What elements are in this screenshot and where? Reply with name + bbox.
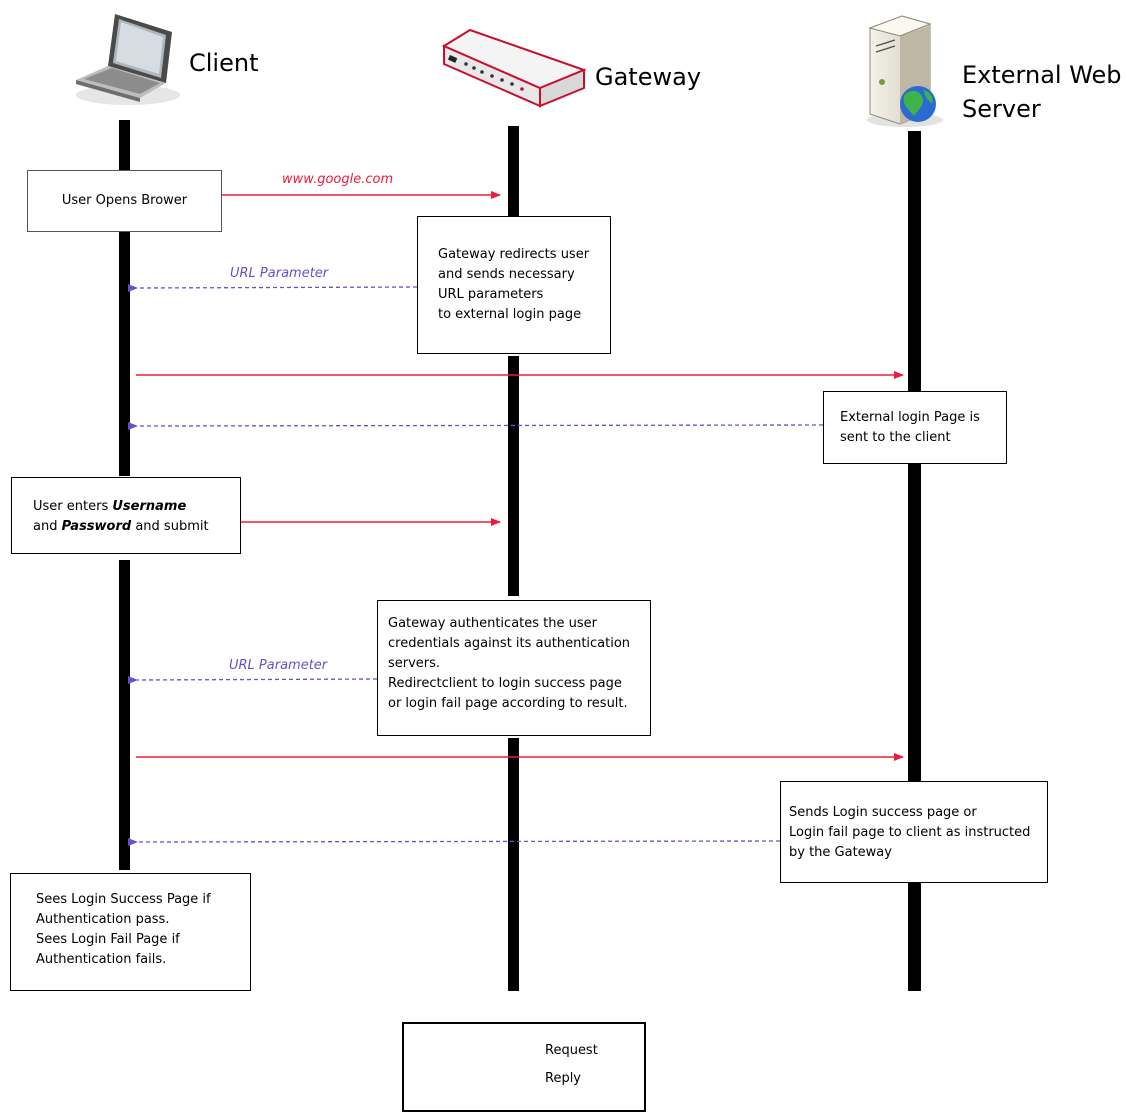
note-gateway-authenticates: Gateway authenticates the user credentia… — [377, 600, 651, 736]
note-gateway-redirect-line: to external login page — [438, 307, 582, 322]
gateway-device-icon — [441, 28, 587, 108]
note-gateway-redirect-line: and sends necessary — [438, 267, 575, 282]
note-user-enters-text: and — [33, 519, 62, 534]
message-result-page-reply — [127, 838, 781, 847]
note-external-login-line: sent to the client — [840, 430, 951, 445]
server-lifeline — [908, 131, 921, 991]
note-sees-login-line: Sees Login Fail Page if — [36, 932, 180, 947]
legend-reply-label: Reply — [545, 1071, 582, 1086]
note-gateway-redirect: Gateway redirects user and sends necessa… — [417, 216, 611, 354]
password-emphasis: Password — [61, 519, 132, 534]
message-label-google: www.google.com — [282, 172, 394, 187]
legend-request-label: Request — [545, 1043, 598, 1058]
message-login-page-reply — [127, 422, 824, 431]
note-sends-login-page: Sends Login success page or Login fail p… — [780, 781, 1048, 883]
note-user-enters-credentials: User enters Username and Password and su… — [11, 477, 241, 554]
laptop-icon — [76, 14, 180, 105]
server-label: External Web Server — [962, 58, 1122, 126]
client-lifeline — [119, 120, 130, 870]
note-external-login-line: External login Page is — [840, 410, 980, 425]
note-gateway-auth-line: or login fail page according to result. — [388, 696, 628, 711]
note-sends-login-line: Sends Login success page or — [789, 805, 977, 820]
legend-box — [402, 1022, 646, 1112]
message-url-parameter-reply-2 — [127, 676, 378, 685]
note-sees-login-line: Authentication fails. — [36, 952, 167, 967]
note-sends-login-line: Login fail page to client as instructed — [789, 825, 1031, 840]
note-sees-login-line: Authentication pass. — [36, 912, 170, 927]
note-gateway-auth-line: servers. — [388, 656, 441, 671]
note-user-enters-text: and submit — [131, 519, 209, 534]
note-user-opens-browser: User Opens Brower — [27, 170, 222, 232]
note-sends-login-line: by the Gateway — [789, 845, 892, 860]
note-gateway-auth-line: Gateway authenticates the user — [388, 616, 597, 631]
note-user-enters-line: User enters Username — [33, 497, 240, 517]
server-label-line1: External Web — [962, 61, 1122, 89]
client-label: Client — [189, 49, 259, 77]
gateway-label: Gateway — [595, 63, 702, 91]
message-label-url-parameter-2: URL Parameter — [229, 658, 328, 673]
note-gateway-auth-line: credentials against its authentication — [388, 636, 631, 651]
username-emphasis: Username — [112, 499, 187, 514]
note-user-enters-text: User enters — [33, 499, 113, 514]
gateway-lifeline — [508, 126, 519, 991]
note-gateway-redirect-line: Gateway redirects user — [438, 247, 590, 262]
note-gateway-auth-line: Redirectclient to login success page — [388, 676, 622, 691]
note-gateway-redirect-line: URL parameters — [438, 287, 544, 302]
note-sees-login-line: Sees Login Success Page if — [36, 892, 211, 907]
note-external-login-page: External login Page is sent to the clien… — [823, 391, 1007, 464]
server-globe-icon — [867, 15, 943, 127]
note-user-enters-line: and Password and submit — [33, 517, 240, 537]
message-url-parameter-reply-1 — [127, 284, 418, 293]
message-label-url-parameter-1: URL Parameter — [230, 266, 329, 281]
server-label-line2: Server — [962, 95, 1041, 123]
note-user-opens-browser-text: User Opens Brower — [61, 193, 188, 208]
note-sees-login-result: Sees Login Success Page if Authenticatio… — [10, 873, 251, 991]
